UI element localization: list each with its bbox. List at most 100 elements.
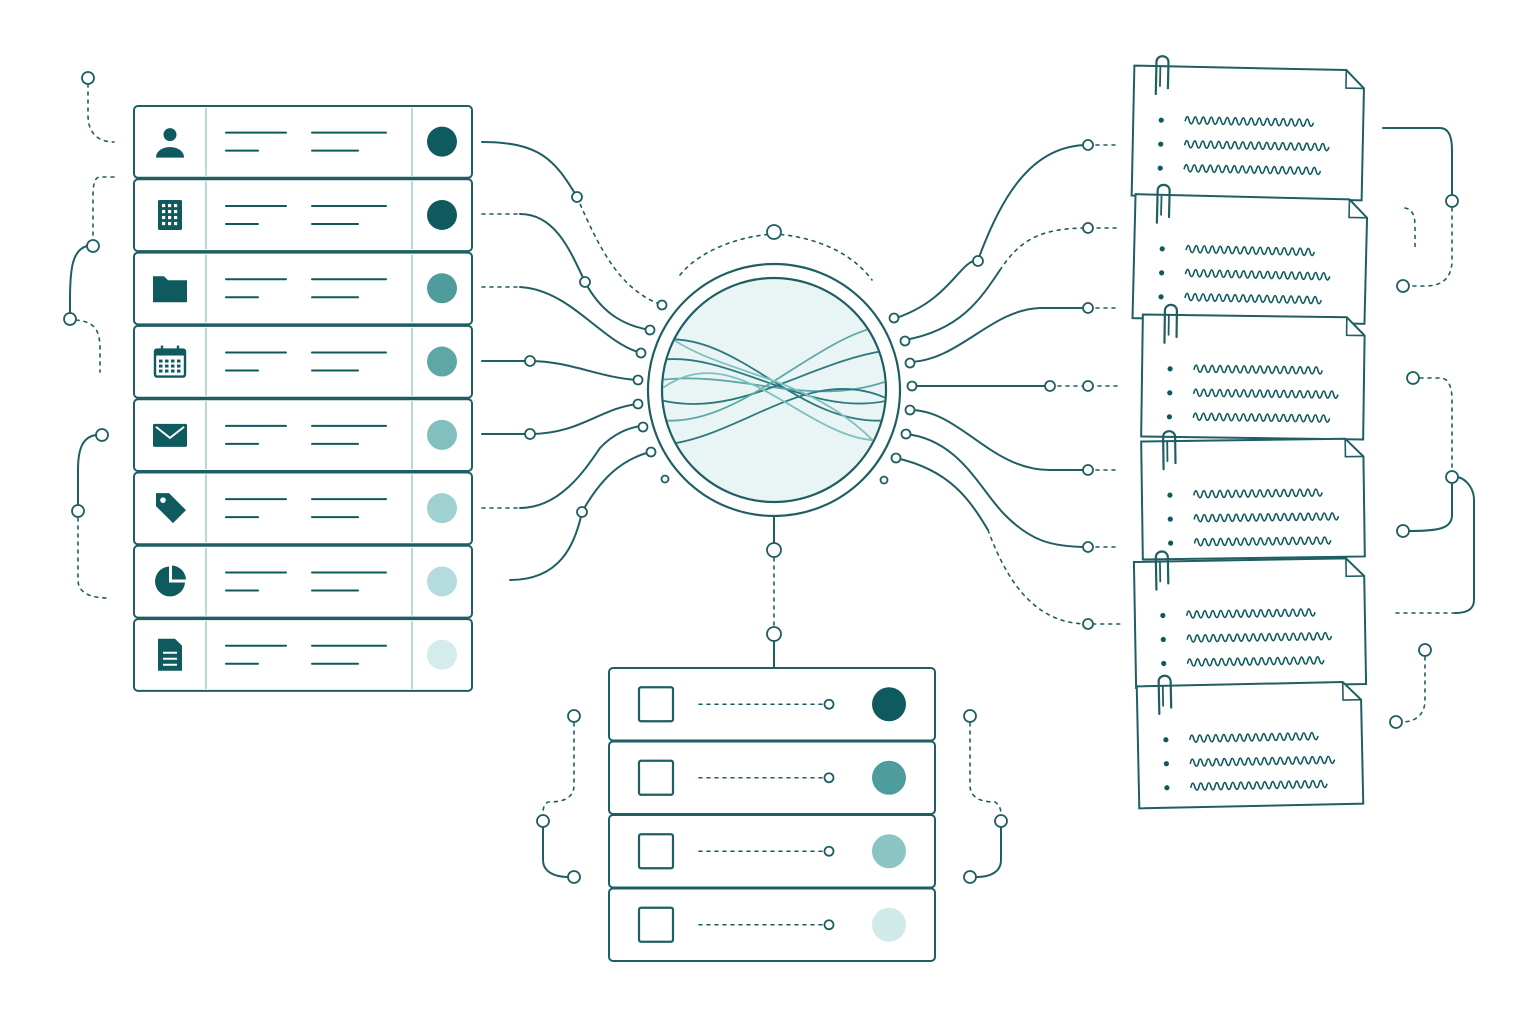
status-dot xyxy=(427,419,457,450)
left-connectors xyxy=(481,141,663,581)
data-row[interactable] xyxy=(133,398,473,473)
hub-port xyxy=(904,404,916,416)
note-handwriting xyxy=(1166,364,1339,423)
status-dot xyxy=(427,639,457,670)
connector-node xyxy=(1082,302,1094,314)
connector-node xyxy=(524,355,536,367)
hub-port xyxy=(660,474,670,484)
status-dot xyxy=(872,834,906,869)
hub-top-node xyxy=(766,224,782,240)
connector-node xyxy=(972,255,984,267)
hub-weave xyxy=(663,324,885,461)
paperclip-icon xyxy=(1163,303,1179,344)
folder-icon xyxy=(153,276,187,303)
calendar-icon xyxy=(153,345,187,378)
hub-stem-node xyxy=(766,626,782,642)
row-text-placeholder xyxy=(225,131,387,152)
connector-node xyxy=(1044,380,1056,392)
note-card[interactable] xyxy=(1132,548,1368,690)
row-text-placeholder xyxy=(225,278,387,299)
checklist-row[interactable] xyxy=(608,814,936,889)
right-note-stack xyxy=(1130,55,1369,810)
note-card[interactable] xyxy=(1140,303,1366,441)
connector-line xyxy=(909,307,1089,363)
hub-port xyxy=(904,357,916,369)
building-icon xyxy=(158,199,182,230)
connector-node xyxy=(1082,618,1094,630)
note-handwriting xyxy=(1160,608,1333,667)
mail-icon xyxy=(153,423,187,447)
connector-line xyxy=(576,196,663,306)
row-node xyxy=(823,772,835,784)
bottom-checklist-panel xyxy=(608,667,936,962)
note-card[interactable] xyxy=(1135,672,1365,810)
hub-port xyxy=(879,475,889,485)
connector-node xyxy=(1082,139,1094,151)
status-dot xyxy=(427,126,457,157)
pie-chart-icon xyxy=(155,565,186,597)
note-handwriting xyxy=(1157,115,1330,176)
data-row[interactable] xyxy=(133,105,473,179)
checklist-row[interactable] xyxy=(608,887,936,962)
connector-node xyxy=(1082,222,1094,234)
data-row[interactable] xyxy=(133,618,473,692)
hub-port xyxy=(644,324,656,336)
connector-line xyxy=(481,141,578,198)
data-row[interactable] xyxy=(133,251,473,326)
checkbox-icon[interactable] xyxy=(637,906,675,943)
status-dot xyxy=(427,199,457,230)
paperclip-icon xyxy=(1155,183,1171,224)
row-text-placeholder xyxy=(225,571,387,592)
status-dot xyxy=(427,273,457,304)
checkbox-icon[interactable] xyxy=(637,759,675,796)
tag-icon xyxy=(156,493,186,524)
connector-line xyxy=(909,409,1089,471)
user-icon xyxy=(156,128,184,158)
hub-port xyxy=(900,428,912,440)
data-row[interactable] xyxy=(133,324,473,399)
status-dot xyxy=(427,493,457,524)
checkbox-icon[interactable] xyxy=(637,833,675,870)
note-card[interactable] xyxy=(1140,428,1366,561)
status-dot xyxy=(427,346,457,377)
checkbox-icon[interactable] xyxy=(637,686,675,723)
connector-line xyxy=(904,269,1001,341)
connector-line xyxy=(519,425,641,509)
hub-port xyxy=(656,299,668,311)
connector-node xyxy=(1082,464,1094,476)
data-row[interactable] xyxy=(133,178,473,253)
connector-node xyxy=(524,428,536,440)
connector-node xyxy=(576,506,588,518)
row-text-placeholder xyxy=(225,424,387,445)
connector-node xyxy=(571,191,583,203)
hub-port xyxy=(645,446,657,458)
note-handwriting xyxy=(1163,731,1336,791)
status-dot xyxy=(872,760,906,795)
note-handwriting xyxy=(1167,488,1340,547)
hub-port xyxy=(888,312,900,324)
data-row[interactable] xyxy=(133,471,473,546)
left-data-panel xyxy=(133,105,473,692)
note-card[interactable] xyxy=(1130,55,1365,202)
note-card[interactable] xyxy=(1131,183,1369,325)
connector-node xyxy=(1082,380,1094,392)
connector-node xyxy=(1082,541,1094,553)
connector-line xyxy=(999,227,1121,271)
connector-line xyxy=(509,511,583,581)
hub-port xyxy=(632,398,644,410)
hub-port xyxy=(906,380,918,392)
checklist-row[interactable] xyxy=(608,667,936,742)
hub-stem-node xyxy=(766,542,782,558)
connector-line xyxy=(519,213,651,331)
connector-line xyxy=(905,433,1089,548)
row-node xyxy=(823,698,835,710)
connector-line xyxy=(519,286,639,353)
bottom-decor xyxy=(536,709,1008,884)
checklist-row[interactable] xyxy=(608,740,936,815)
data-row[interactable] xyxy=(133,544,473,619)
right-connectors xyxy=(895,139,1121,630)
status-dot xyxy=(427,566,457,597)
connector-line xyxy=(581,451,651,513)
hub-port xyxy=(635,347,647,359)
